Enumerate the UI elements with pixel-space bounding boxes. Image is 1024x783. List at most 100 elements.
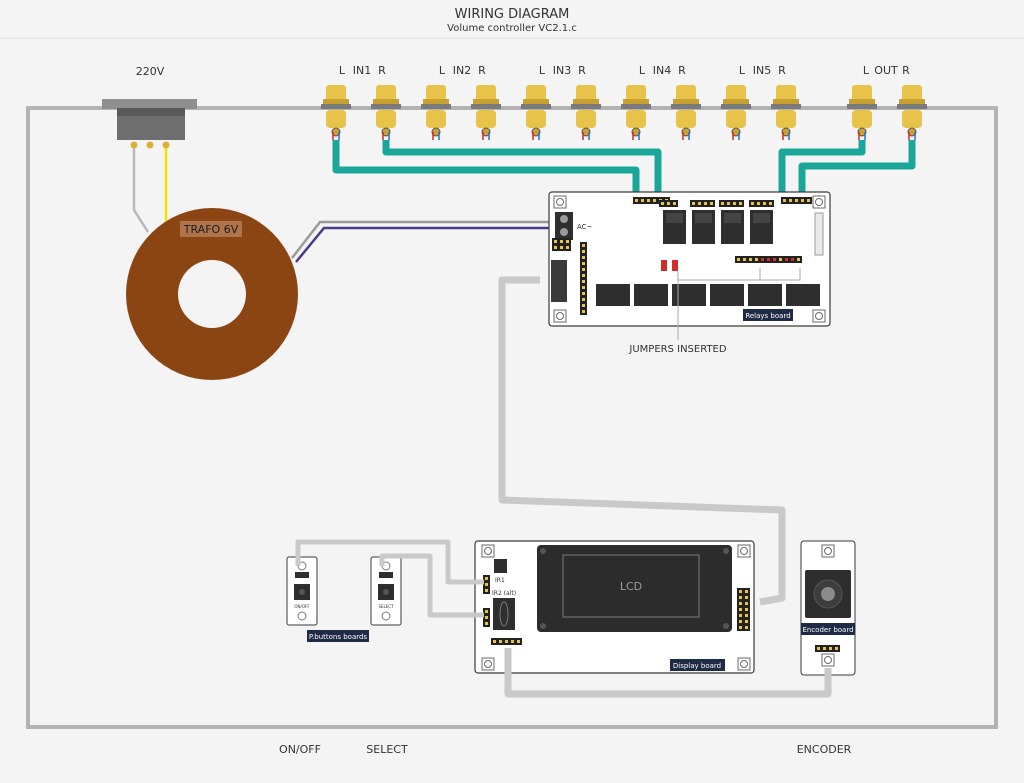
mount-hole [481, 544, 495, 558]
display-board-mount-holes [481, 544, 751, 671]
relays-side-header [580, 242, 587, 315]
mount-hole [553, 195, 567, 209]
ac-label: AC~ [577, 223, 593, 231]
display-ribbon-header [737, 588, 750, 631]
display-board-headers [483, 575, 750, 645]
label-in1-name: IN1 [353, 64, 371, 77]
display-board-label: Display board [673, 662, 721, 670]
cable-onoff-to-display [295, 539, 484, 585]
diagram-title: WIRING DIAGRAM [455, 7, 570, 22]
relays-jumper-header [735, 256, 802, 263]
relays-output-header [781, 197, 812, 204]
mains-pin-1 [130, 141, 138, 149]
label-in5-name: IN5 [753, 64, 771, 77]
mains-socket [102, 99, 197, 149]
label-out-name: OUT [874, 64, 898, 77]
encoder-pin-header [815, 645, 840, 652]
encoder-board-label: Encoder board [802, 626, 853, 634]
pbuttons-board-label: P.buttons boards [309, 633, 368, 641]
label-in4-r: R [678, 64, 686, 77]
display-board: LCD IR1 IR2 (alt) Display board [474, 540, 755, 674]
trafo-wire-purple [295, 226, 552, 263]
label-in5-l: L [739, 64, 746, 77]
label-in5-r: R [778, 64, 786, 77]
rca-jacks [321, 85, 927, 140]
label-in1-r: R [378, 64, 386, 77]
rca-in1-right [371, 85, 401, 140]
relay-small [672, 284, 706, 306]
transformer: TRAFO 6V [126, 208, 298, 380]
label-in3-l: L [539, 64, 546, 77]
bottom-label-onoff: ON/OFF [279, 743, 321, 756]
relays-connector-strip [814, 212, 824, 256]
label-in2-name: IN2 [453, 64, 471, 77]
pbutton-board-select: SELECT [370, 556, 402, 626]
rca-in4-right [671, 85, 701, 140]
relays-board: AC~ Relays board [548, 191, 831, 327]
cable-select-to-display [379, 553, 484, 618]
mount-hole [821, 653, 835, 667]
mains-label: 220V [136, 65, 165, 78]
mount-hole [737, 544, 751, 558]
relay-small [634, 284, 668, 306]
mount-hole [737, 657, 751, 671]
relay-small [786, 284, 820, 306]
ir1-receiver [494, 559, 507, 573]
bottom-label-encoder: ENCODER [797, 743, 852, 756]
mount-hole [812, 195, 826, 209]
pbutton-board-onoff: ON/OFF [286, 556, 318, 626]
trafo-wire-grey [291, 220, 552, 259]
jumpers-label: JUMPERS INSERTED [628, 344, 726, 355]
lcd-screen [562, 554, 700, 618]
rca-in2-left [421, 85, 451, 140]
enclosure-outline [26, 106, 998, 729]
relays-ribbon-connector [551, 260, 567, 302]
jumpers-callout-line [677, 268, 801, 340]
ir1-header [483, 575, 490, 594]
label-out-r: R [902, 64, 910, 77]
relays-small-header [552, 238, 571, 251]
cable-encoder-to-display [504, 648, 832, 698]
mains-pin-3 [162, 141, 170, 149]
rca-out-right [897, 85, 927, 140]
mount-hole [821, 544, 835, 558]
ribbon-relays-to-display [498, 276, 786, 606]
rca-in2-right [471, 85, 501, 140]
trace-in1-left [332, 140, 640, 195]
relay-small [710, 284, 744, 306]
lcd-label: LCD [620, 580, 642, 593]
jumper-1 [661, 260, 667, 271]
lcd-module [537, 545, 732, 632]
ac-terminal [555, 212, 573, 240]
relays-row-large [663, 210, 773, 244]
label-in2-r: R [478, 64, 486, 77]
select-small-label: SELECT [378, 604, 394, 609]
ir1-label: IR1 [495, 577, 505, 584]
relays-board-headers [552, 197, 824, 315]
encoder-board: Encoder board [800, 540, 856, 676]
rca-in5-right [771, 85, 801, 140]
display-encoder-header [491, 638, 522, 645]
rca-in5-left [721, 85, 751, 140]
header-bar [0, 0, 1024, 38]
label-in2-l: L [439, 64, 446, 77]
rca-in3-left [521, 85, 551, 140]
trafo-hole [178, 260, 246, 328]
trafo-label: TRAFO 6V [183, 223, 239, 236]
rca-in1-left [321, 85, 351, 140]
label-out-l: L [863, 64, 870, 77]
trafo-label-bg [180, 221, 242, 237]
label-in4-l: L [639, 64, 646, 77]
trace-out-right [798, 140, 916, 195]
display-board-label-bg [670, 659, 725, 671]
encoder-board-label-bg [801, 623, 855, 635]
relay-small [596, 284, 630, 306]
relays-header-c [719, 200, 744, 207]
mount-hole [812, 309, 826, 323]
pbuttons-board-label-bg [307, 630, 369, 642]
encoder-board-header [815, 645, 840, 652]
bottom-label-select: SELECT [366, 743, 408, 756]
relays-board-label: Relays board [745, 312, 790, 320]
